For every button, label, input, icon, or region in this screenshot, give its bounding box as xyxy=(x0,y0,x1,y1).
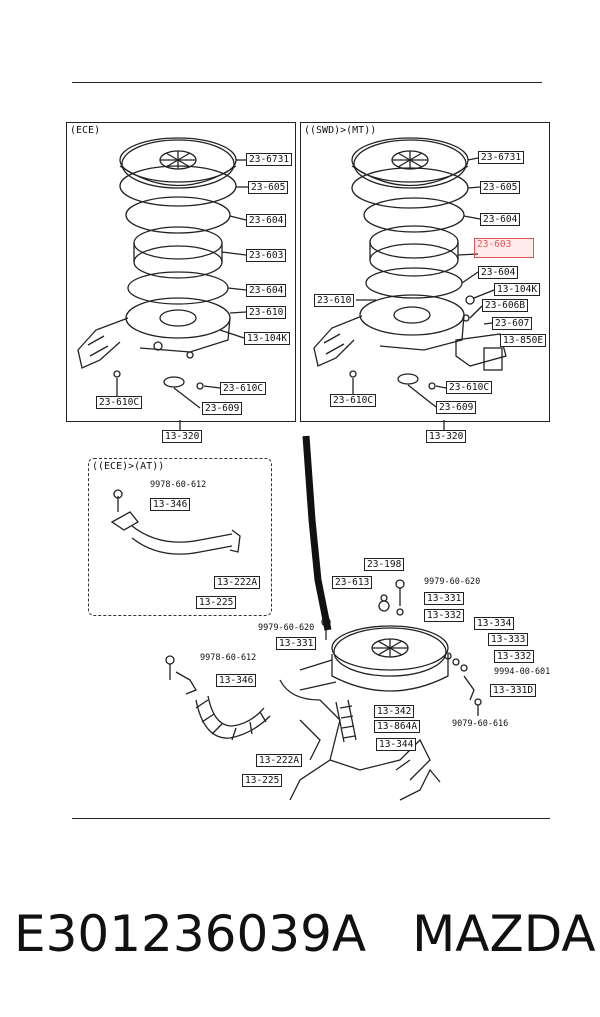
part-label[interactable]: 23-604 xyxy=(246,284,287,297)
part-label[interactable]: 13-331 xyxy=(424,592,465,605)
part-label[interactable]: 23-607 xyxy=(492,317,533,330)
part-label[interactable]: 23-610 xyxy=(314,294,355,307)
swd-panel-title: ((SWD)>(MT)) xyxy=(304,125,377,136)
panel-ece-at xyxy=(88,458,272,616)
part-label[interactable]: 23-603 xyxy=(246,249,287,262)
part-label[interactable]: 13-331D xyxy=(490,684,537,697)
part-label[interactable]: 23-6731 xyxy=(478,151,525,164)
part-label[interactable]: 13-333 xyxy=(488,633,529,646)
part-label[interactable]: 23-604 xyxy=(480,213,521,226)
bolt-part-number[interactable]: 9994-00-601 xyxy=(494,667,551,677)
ece-at-panel-title: ((ECE)>(AT)) xyxy=(92,461,165,472)
bolt-part-number[interactable]: 9978-60-612 xyxy=(200,653,257,663)
part-label[interactable]: 13-331 xyxy=(276,637,317,650)
part-label[interactable]: 23-609 xyxy=(436,401,477,414)
highlighted-part-label[interactable]: 23-603 xyxy=(474,238,534,258)
part-label[interactable]: 13-346 xyxy=(216,674,257,687)
part-label[interactable]: 13-342 xyxy=(374,705,415,718)
part-label[interactable]: 13-850E xyxy=(500,334,547,347)
panel-group-label[interactable]: 13-320 xyxy=(426,430,467,443)
part-label[interactable]: 13-332 xyxy=(424,609,465,622)
part-label[interactable]: 23-610C xyxy=(330,394,377,407)
top-rule xyxy=(72,82,542,83)
footer-caption: E301236039A MAZDA xyxy=(14,905,596,963)
part-label[interactable]: 13-225 xyxy=(196,596,237,609)
part-label[interactable]: 23-609 xyxy=(202,402,243,415)
panel-group-label[interactable]: 13-320 xyxy=(162,430,203,443)
bottom-rule xyxy=(72,818,550,819)
part-label[interactable]: 13-104K xyxy=(244,332,291,345)
part-label[interactable]: 23-604 xyxy=(246,214,287,227)
bolt-part-number[interactable]: 9979-60-620 xyxy=(424,577,481,587)
part-label[interactable]: 23-198 xyxy=(364,558,405,571)
part-label[interactable]: 13-222A xyxy=(214,576,261,589)
panel-swd-mt xyxy=(300,122,550,422)
part-label[interactable]: 13-334 xyxy=(474,617,515,630)
part-label[interactable]: 23-613 xyxy=(332,576,373,589)
part-label[interactable]: 13-864A xyxy=(374,720,421,733)
part-label[interactable]: 13-225 xyxy=(242,774,283,787)
part-label[interactable]: 23-610 xyxy=(246,306,287,319)
bolt-part-number[interactable]: 9079-60-616 xyxy=(452,719,509,729)
part-label[interactable]: 13-222A xyxy=(256,754,303,767)
part-label[interactable]: 23-610C xyxy=(220,382,267,395)
ece-panel-title: (ECE) xyxy=(70,125,101,136)
part-label[interactable]: 23-605 xyxy=(248,181,289,194)
part-label[interactable]: 13-104K xyxy=(494,283,541,296)
part-label[interactable]: 23-605 xyxy=(480,181,521,194)
part-label[interactable]: 13-344 xyxy=(376,738,417,751)
bolt-part-number[interactable]: 9979-60-620 xyxy=(258,623,315,633)
footer-part-number: E301236039A xyxy=(14,905,367,963)
part-label[interactable]: 13-332 xyxy=(494,650,535,663)
part-label[interactable]: 13-346 xyxy=(150,498,191,511)
footer-brand: MAZDA xyxy=(412,905,596,963)
part-label[interactable]: 23-610C xyxy=(96,396,143,409)
part-label[interactable]: 23-6731 xyxy=(246,153,293,166)
panel-ece xyxy=(66,122,296,422)
bolt-part-number[interactable]: 9978-60-612 xyxy=(150,480,207,490)
part-label[interactable]: 23-604 xyxy=(478,266,519,279)
part-label[interactable]: 23-610C xyxy=(446,381,493,394)
part-label[interactable]: 23-606B xyxy=(482,299,529,312)
